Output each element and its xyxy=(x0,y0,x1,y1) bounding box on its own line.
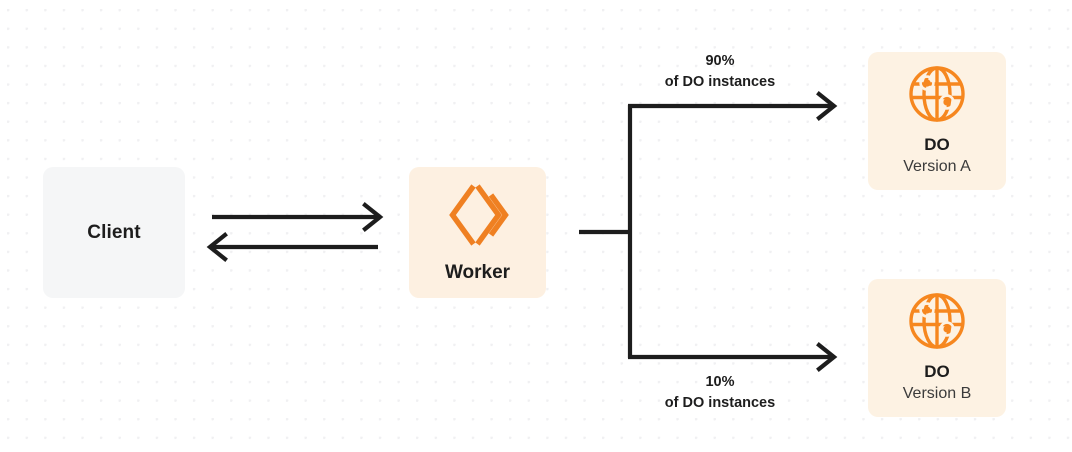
node-do-version-b-sublabel: Version B xyxy=(902,384,972,402)
edge-label-detail: of DO instances xyxy=(664,395,776,412)
node-worker[interactable]: Worker xyxy=(409,167,546,298)
edge-label-percent: 10% xyxy=(705,374,735,390)
node-do-version-a-sublabel: Version A xyxy=(903,157,971,175)
node-do-version-b[interactable]: DO Version B xyxy=(868,279,1006,417)
edge-label-percent: 90% xyxy=(705,53,735,69)
edge-label-worker-to-do-b: 10% of DO instances xyxy=(612,372,828,414)
node-client-label: Client xyxy=(87,221,141,243)
node-worker-label: Worker xyxy=(444,261,511,283)
arrowhead-worker-to-client xyxy=(206,232,228,262)
edge-label-detail: of DO instances xyxy=(664,74,776,91)
arrowhead-client-to-worker xyxy=(362,202,384,232)
node-do-version-b-label: DO xyxy=(924,362,950,382)
edge-label-worker-to-do-a: 90% of DO instances xyxy=(612,51,828,93)
cloudflare-workers-icon xyxy=(447,182,509,248)
node-do-version-a-label: DO xyxy=(924,135,950,155)
arrowhead-worker-to-do-b xyxy=(816,342,838,372)
globe-icon xyxy=(907,291,967,351)
arrowhead-worker-to-do-a xyxy=(816,91,838,121)
globe-icon xyxy=(907,64,967,124)
node-client[interactable]: Client xyxy=(43,167,185,298)
node-do-version-a[interactable]: DO Version A xyxy=(868,52,1006,190)
